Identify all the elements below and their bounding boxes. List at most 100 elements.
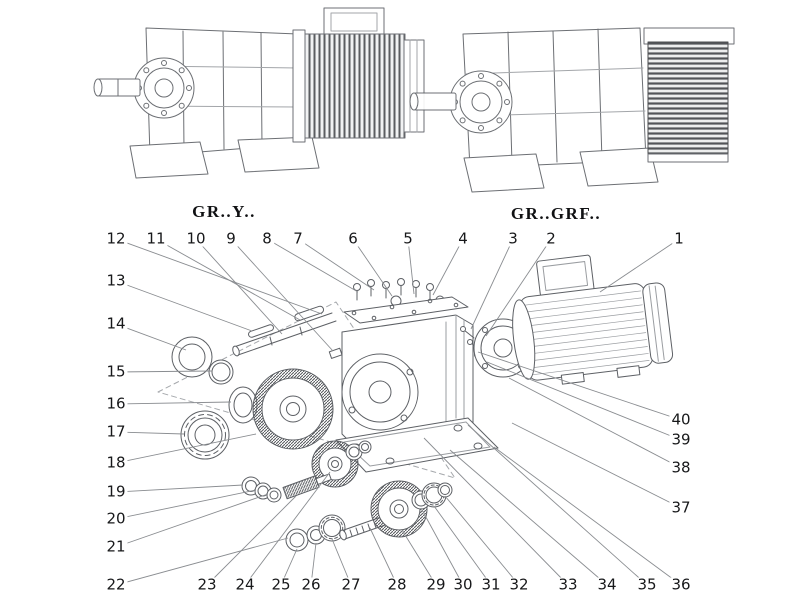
callout-32: 32 <box>507 575 531 594</box>
model-label-gr-grf: GR..GRF.. <box>510 204 602 223</box>
callout-17: 17 <box>104 422 128 441</box>
callout-15: 15 <box>104 362 128 381</box>
callout-25: 25 <box>269 575 293 594</box>
leader-line-33 <box>423 437 569 586</box>
callout-35: 35 <box>635 575 659 594</box>
leader-line-30 <box>420 507 464 586</box>
exploded-view-drawing <box>157 254 674 552</box>
pinion-shaft <box>282 473 332 500</box>
leader-line-23 <box>206 495 297 586</box>
gearmotor-gr-y-drawing <box>93 7 425 179</box>
callout-23: 23 <box>195 575 219 594</box>
callout-40: 40 <box>669 410 693 429</box>
gr-y-output-hub <box>133 57 195 119</box>
leader-line-37 <box>511 422 682 509</box>
callout-22: 22 <box>104 575 128 594</box>
leader-line-36 <box>493 446 682 586</box>
leader-line-19 <box>115 484 244 493</box>
callout-31: 31 <box>479 575 503 594</box>
callout-2: 2 <box>544 229 558 248</box>
leader-line-40 <box>477 351 682 421</box>
ball-bearing-2 <box>318 514 346 542</box>
leader-line-38 <box>508 377 682 469</box>
callout-18: 18 <box>104 453 128 472</box>
callout-8: 8 <box>260 229 274 248</box>
leader-line-14 <box>115 323 187 351</box>
callout-37: 37 <box>669 498 693 517</box>
leader-line-34 <box>449 449 608 586</box>
leader-line-35 <box>467 424 648 586</box>
leader-line-12 <box>115 238 323 315</box>
callout-13: 13 <box>104 271 128 290</box>
input-shaft <box>232 312 337 357</box>
callout-6: 6 <box>346 229 360 248</box>
gr-grf-motor-block <box>643 27 735 163</box>
leader-line-10 <box>195 238 283 335</box>
spacer-rings <box>345 440 372 461</box>
callout-14: 14 <box>104 314 128 333</box>
leader-line-4 <box>432 238 464 296</box>
callout-20: 20 <box>104 509 128 528</box>
callout-33: 33 <box>556 575 580 594</box>
leader-line-32 <box>444 495 520 586</box>
leader-line-18 <box>115 433 257 464</box>
callout-24: 24 <box>233 575 257 594</box>
gearmotor-gr-grf-drawing <box>409 27 735 193</box>
callout-4: 4 <box>456 229 470 248</box>
leader-line-24 <box>244 471 331 586</box>
retaining-ring <box>208 359 234 385</box>
callout-38: 38 <box>669 458 693 477</box>
leader-line-3 <box>470 238 514 330</box>
callout-29: 29 <box>424 575 448 594</box>
leader-line-1 <box>599 238 680 293</box>
callout-11: 11 <box>144 229 168 248</box>
leader-line-39 <box>486 361 682 441</box>
callout-19: 19 <box>104 482 128 501</box>
leader-line-13 <box>115 280 253 332</box>
leader-line-22 <box>115 537 289 586</box>
callout-36: 36 <box>669 575 693 594</box>
leader-line-27 <box>331 538 352 586</box>
leader-line-31 <box>433 505 492 586</box>
leader-line-29 <box>401 529 437 586</box>
gr-y-feet <box>129 136 320 179</box>
callout-28: 28 <box>385 575 409 594</box>
leader-line-16 <box>115 401 232 405</box>
lower-washers <box>285 525 326 552</box>
cover-plate <box>343 296 469 324</box>
gr-y-output-shaft <box>93 78 141 97</box>
leader-line-8 <box>266 238 359 293</box>
leader-line-7 <box>297 238 375 291</box>
callout-26: 26 <box>299 575 323 594</box>
leader-line-15 <box>115 370 213 373</box>
gr-grf-output-shaft <box>409 92 457 111</box>
shaft-keys <box>248 305 343 359</box>
callout-12: 12 <box>104 229 128 248</box>
helical-gear-1 <box>252 368 334 450</box>
callout-27: 27 <box>339 575 363 594</box>
gr-y-motor <box>292 7 425 143</box>
leader-line-9 <box>230 238 334 352</box>
callout-16: 16 <box>104 394 128 413</box>
callout-3: 3 <box>506 229 520 248</box>
callout-10: 10 <box>184 229 208 248</box>
callout-5: 5 <box>401 229 415 248</box>
callout-9: 9 <box>224 229 238 248</box>
callout-1: 1 <box>672 229 686 248</box>
leader-line-6 <box>352 238 393 297</box>
leader-line-20 <box>115 489 257 520</box>
leader-line-21 <box>115 493 269 548</box>
gr-grf-feet <box>463 147 659 193</box>
retaining-ring-2 <box>437 482 453 498</box>
gr-grf-output-hub <box>449 70 513 134</box>
callout-21: 21 <box>104 537 128 556</box>
callout-34: 34 <box>595 575 619 594</box>
callout-39: 39 <box>669 430 693 449</box>
oil-seal <box>171 336 213 378</box>
callout-30: 30 <box>451 575 475 594</box>
leader-line-28 <box>369 527 398 586</box>
